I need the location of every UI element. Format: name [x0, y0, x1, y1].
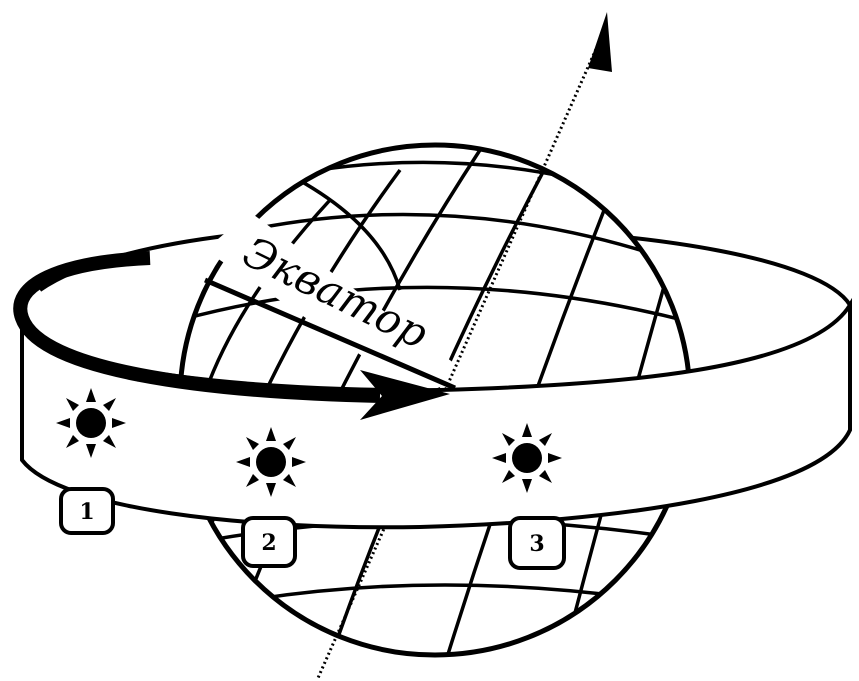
position-number-3: 3 [529, 531, 544, 557]
position-number-2: 2 [261, 530, 276, 556]
sun-icon [492, 423, 562, 493]
sun-icon [56, 388, 126, 458]
position-label-3: 3 [510, 518, 564, 568]
sun-icon [236, 427, 306, 497]
position-label-1: 1 [61, 489, 113, 533]
axis-arrowhead-icon [588, 12, 612, 72]
position-label-2: 2 [243, 518, 295, 566]
position-number-1: 1 [79, 499, 94, 525]
